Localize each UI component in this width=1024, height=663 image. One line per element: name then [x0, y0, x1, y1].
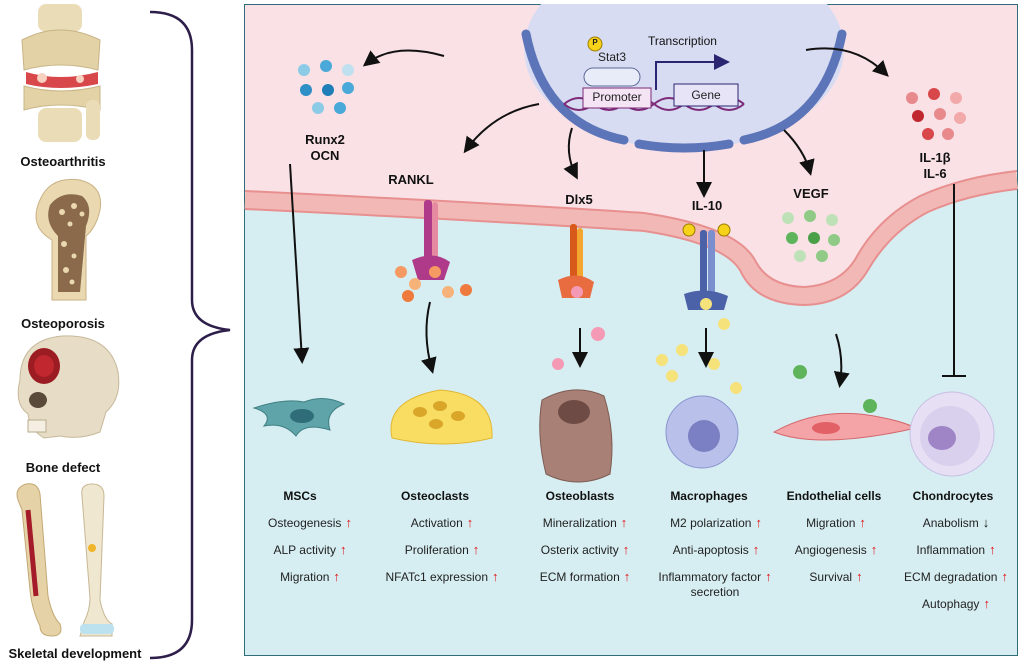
disease-label-osteoarthritis: Osteoarthritis: [20, 154, 106, 169]
osteoclast-cell-icon: [390, 389, 493, 445]
label-ocn: OCN: [310, 148, 340, 163]
label-dlx5: Dlx5: [565, 192, 593, 207]
label-il10: IL-10: [691, 198, 723, 213]
effect-item: Anti-apoptosis↑: [672, 542, 760, 557]
disease-label-bone-defect: Bone defect: [25, 460, 101, 475]
cell-title-osteoblasts: Osteoblasts: [545, 489, 615, 503]
cell-title-mscs: MSCs: [283, 489, 317, 503]
macrophage-cell-icon: [665, 395, 739, 469]
stat3-label: Stat3: [597, 50, 627, 64]
gene-label: Gene: [691, 88, 721, 102]
effect-item: ECM formation↑: [539, 569, 631, 584]
label-il1b: IL-1β: [919, 150, 951, 165]
skeletal-development-bones-icon: [16, 483, 114, 637]
osteoarthritis-knee-icon: [21, 4, 101, 142]
effect-item: Inflammation↑: [916, 542, 996, 557]
grouping-brace: [149, 10, 231, 660]
cell-title-macrophages: Macrophages: [670, 489, 748, 503]
nucleus: [524, 4, 844, 149]
effect-item: Migration↑: [280, 569, 340, 584]
cell-title-endothelial: Endothelial cells: [786, 489, 882, 503]
vegf-particles: [782, 210, 877, 413]
phospho-label: P: [592, 38, 598, 47]
signaling-panel: [244, 4, 1018, 656]
msc-cell-icon: [252, 398, 346, 437]
osteoporosis-femur-icon: [35, 178, 102, 301]
cell-title-chondrocytes: Chondrocytes: [912, 489, 994, 503]
disease-column: [16, 4, 231, 660]
effect-item: Autophagy↑: [922, 596, 990, 611]
osteoblast-cell-icon: [539, 389, 613, 483]
effect-item: Survival↑: [809, 569, 863, 584]
il-particles: [906, 88, 966, 140]
effect-item: ALP activity↑: [273, 542, 347, 557]
promoter-label: Promoter: [592, 90, 642, 104]
label-rankl: RANKL: [388, 172, 434, 187]
disease-label-osteoporosis: Osteoporosis: [21, 316, 105, 331]
effect-item: Activation↑: [410, 515, 474, 530]
label-runx2: Runx2: [305, 132, 345, 147]
transcription-label: Transcription: [648, 34, 717, 48]
effect-item: secretion: [690, 585, 740, 599]
effect-item: NFATc1 expression↑: [385, 569, 499, 584]
runx2-particles: [298, 60, 354, 114]
disease-label-skeletal-development: Skeletal development: [8, 646, 142, 661]
effect-item: Osteogenesis↑: [268, 515, 352, 530]
effect-item: Proliferation↑: [404, 542, 480, 557]
chondrocyte-cell-icon: [909, 391, 995, 477]
effect-item: Anabolism↓: [922, 515, 990, 530]
effect-item: M2 polarization↑: [670, 515, 762, 530]
effect-item: Angiogenesis↑: [794, 542, 878, 557]
cell-title-osteoclasts: Osteoclasts: [400, 489, 470, 503]
label-vegf: VEGF: [793, 186, 829, 201]
cell-membrane: [244, 171, 1018, 306]
skull-bone-defect-icon: [17, 335, 120, 439]
effect-item: Migration↑: [806, 515, 866, 530]
effect-item: Osterix activity↑: [540, 542, 630, 557]
effect-item: ECM degradation↑: [904, 569, 1008, 584]
endothelial-cell-icon: [772, 412, 918, 441]
label-il6: IL-6: [923, 166, 947, 181]
effect-item: Mineralization↑: [542, 515, 628, 530]
effect-item: Inflammatory factor↑: [658, 569, 772, 584]
